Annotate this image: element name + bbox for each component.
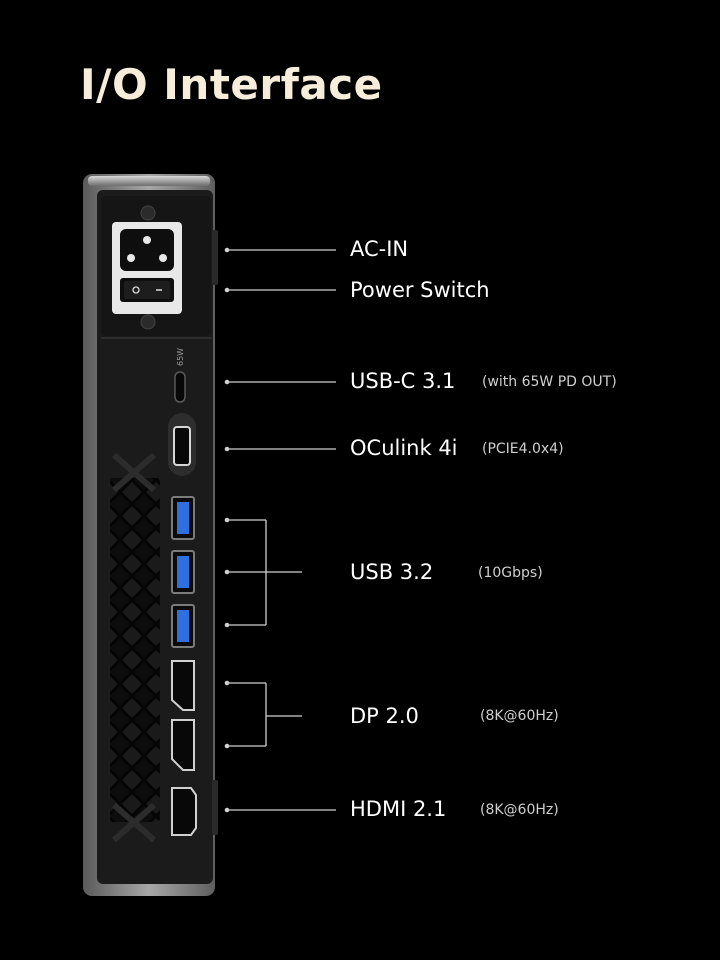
oculink-note: (PCIE4.0x4) xyxy=(482,441,564,457)
dp-port-1[interactable] xyxy=(171,660,195,711)
ac-in-label: AC-IN xyxy=(350,237,409,261)
usb32-label: USB 3.2 xyxy=(350,560,434,584)
hdmi-note: (8K@60Hz) xyxy=(480,802,559,818)
dp-port-2[interactable] xyxy=(171,719,195,771)
callout-lines xyxy=(224,247,336,813)
ac-in-socket xyxy=(112,205,182,330)
usb-c-65w-etch: 65W xyxy=(176,348,185,366)
usb32-note: (10Gbps) xyxy=(478,565,543,581)
power-switch-label: Power Switch xyxy=(350,278,490,302)
usb-c-label: USB-C 3.1 xyxy=(350,369,456,393)
oculink-label: OCulink 4i xyxy=(350,436,458,460)
hdmi-port[interactable] xyxy=(171,787,197,836)
page-title: I/O Interface xyxy=(80,60,383,109)
usb-c-note: (with 65W PD OUT) xyxy=(482,374,617,390)
usb-c-port[interactable]: 65W xyxy=(174,348,186,403)
dp-note: (8K@60Hz) xyxy=(480,708,559,724)
dp-label: DP 2.0 xyxy=(350,704,419,728)
usb32-port-2[interactable] xyxy=(171,550,195,594)
usb32-port-1[interactable] xyxy=(171,496,195,540)
oculink-port[interactable] xyxy=(168,413,196,476)
power-switch[interactable] xyxy=(120,278,174,302)
vent-grille xyxy=(110,452,160,843)
hdmi-label: HDMI 2.1 xyxy=(350,797,447,821)
usb32-port-3[interactable] xyxy=(171,604,195,648)
